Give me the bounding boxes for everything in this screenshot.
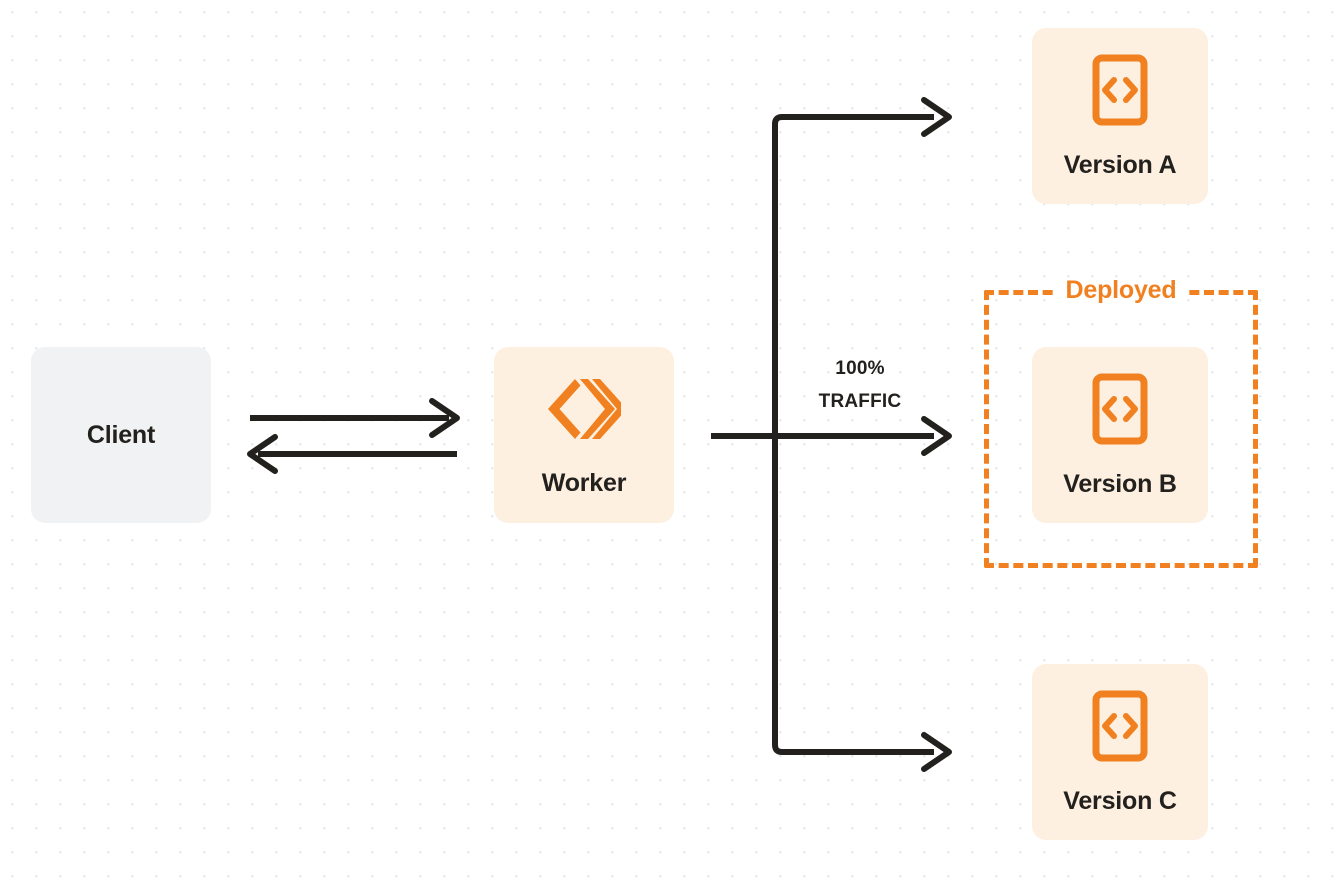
traffic-caption: TRAFFIC bbox=[818, 391, 902, 413]
node-client-label: Client bbox=[86, 420, 156, 449]
node-version-c-label: Version C bbox=[1063, 787, 1177, 815]
traffic-percent: 100% bbox=[835, 358, 885, 379]
node-version-b-label: Version B bbox=[1063, 470, 1177, 498]
arrow-worker-to-version-b bbox=[711, 416, 952, 456]
node-client[interactable]: Client bbox=[31, 347, 211, 523]
node-version-c[interactable]: Version C bbox=[1032, 664, 1208, 840]
code-file-icon bbox=[1092, 690, 1148, 767]
deployed-group: Deployed bbox=[984, 278, 1258, 568]
node-worker[interactable]: Worker bbox=[494, 347, 674, 523]
traffic-label: 100% TRAFFIC bbox=[782, 352, 938, 419]
cloudflare-workers-logo-icon bbox=[547, 374, 627, 449]
deployed-group-label: Deployed bbox=[1055, 278, 1187, 303]
arrow-worker-to-version-c bbox=[772, 436, 952, 772]
node-version-a-label: Version A bbox=[1063, 151, 1177, 179]
node-version-b[interactable]: Version B bbox=[1032, 347, 1208, 523]
node-version-a[interactable]: Version A bbox=[1032, 28, 1208, 204]
arrow-worker-to-client bbox=[247, 434, 457, 474]
node-worker-label: Worker bbox=[541, 469, 627, 497]
code-file-icon bbox=[1092, 373, 1148, 450]
arrow-client-to-worker bbox=[250, 398, 460, 438]
code-file-icon bbox=[1092, 54, 1148, 131]
